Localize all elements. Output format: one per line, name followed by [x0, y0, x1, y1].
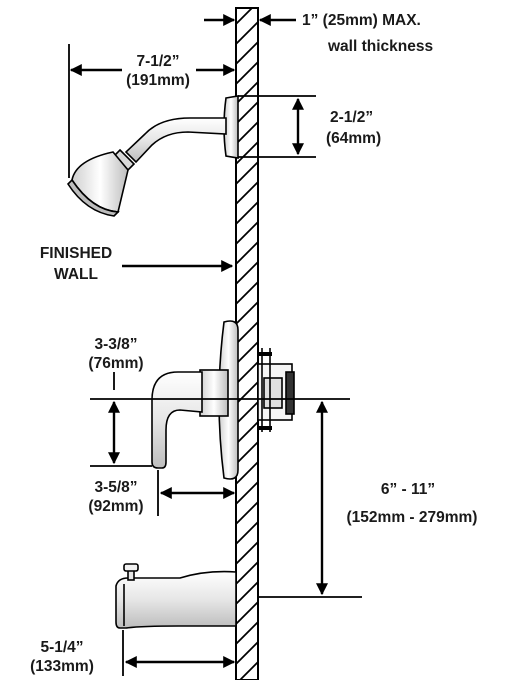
spout-reach-label-line1: 5-1/4”	[40, 639, 83, 656]
showerhead-reach-dimension: 7-1/2” (191mm)	[68, 44, 236, 178]
finished-wall-label-line1: FINISHED	[40, 245, 112, 262]
showerhead-reach-label-line2: (191mm)	[126, 72, 190, 89]
shower-flange-label-line2: (64mm)	[326, 130, 381, 147]
valve-handle-icon	[151, 320, 239, 480]
handle-height-dimension: 3-3/8” (76mm)	[88, 336, 152, 467]
spout-reach-label-line2: (133mm)	[30, 658, 94, 675]
handle-reach-dimension: 3-5/8” (92mm)	[88, 470, 236, 516]
finished-wall-callout: FINISHED WALL	[40, 245, 234, 283]
valve-to-spout-label-line2: (152mm - 279mm)	[347, 509, 478, 526]
wall-thickness-label-line2: wall thickness	[327, 38, 433, 55]
shower-arm-icon	[124, 117, 227, 164]
finished-wall-label-line2: WALL	[54, 266, 98, 283]
wall-thickness-label-line1: 1” (25mm) MAX.	[302, 12, 421, 29]
valve-to-spout-label-line1: 6” - 11”	[381, 481, 435, 498]
handle-reach-label-line2: (92mm)	[88, 498, 143, 515]
tub-spout-icon	[115, 563, 237, 629]
shower-head-icon	[66, 95, 239, 217]
showerhead-reach-label-line1: 7-1/2”	[136, 53, 179, 70]
valve-to-spout-dimension: 6” - 11” (152mm - 279mm)	[316, 400, 478, 596]
spout-reach-dimension: 5-1/4” (133mm)	[30, 630, 236, 676]
handle-reach-label-line1: 3-5/8”	[94, 479, 137, 496]
shower-flange-dimension: 2-1/2” (64mm)	[238, 95, 381, 158]
diverter-icon	[123, 563, 139, 581]
handle-height-label-line1: 3-3/8”	[94, 336, 137, 353]
finished-wall	[235, 7, 259, 680]
handle-height-label-line2: (76mm)	[88, 355, 143, 372]
valve-cartridge-icon	[257, 348, 295, 432]
shower-flange-label-line1: 2-1/2”	[330, 109, 373, 126]
wall-thickness-dimension: 1” (25mm) MAX. wall thickness	[204, 12, 433, 55]
